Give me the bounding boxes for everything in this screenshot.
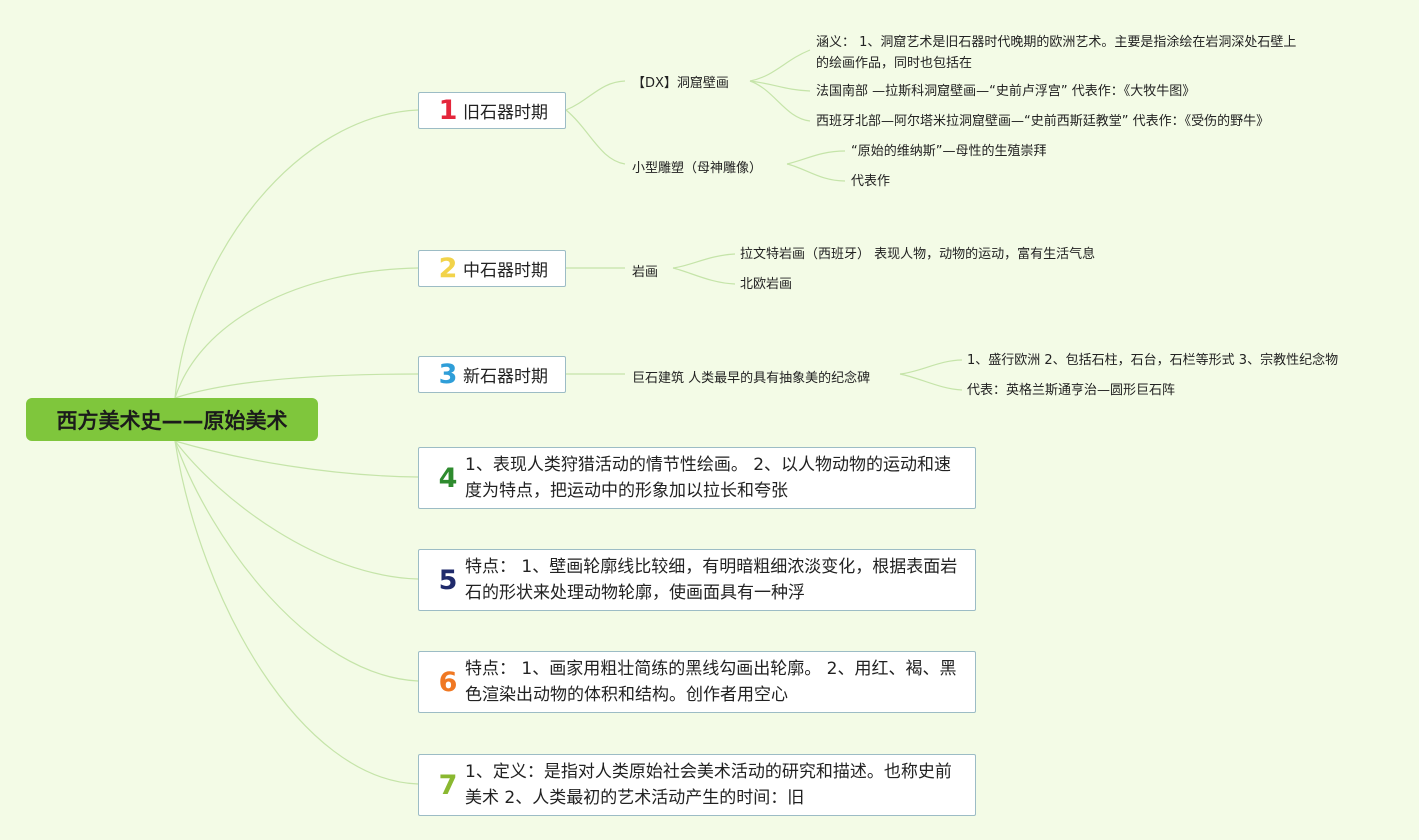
connector-b3-l2 xyxy=(899,373,963,391)
root-topic[interactable]: 西方美术史——原始美术 xyxy=(26,398,318,441)
number-1-icon: 1 xyxy=(438,95,458,126)
connector-s2-l2 xyxy=(786,163,846,182)
branch-1-title: 旧石器时期 xyxy=(463,103,548,123)
leaf-nordic-rock-art[interactable]: 北欧岩画 xyxy=(740,277,793,292)
leaf-masterpiece[interactable]: 代表作 xyxy=(851,174,891,189)
leaf-altamira[interactable]: 西班牙北部—阿尔塔米拉洞窟壁画—“史前西斯廷教堂” 代表作：《受伤的野牛》 xyxy=(816,114,1270,129)
branch-2-topic[interactable]: 2 中石器时期 xyxy=(418,250,566,287)
connector-root-b6 xyxy=(174,440,419,682)
connector-s1-l2 xyxy=(749,80,811,92)
branch-5-text: 特点： 1、壁画轮廓线比较细，有明暗粗细浓淡变化，根据表面岩石的形状来处理动物轮… xyxy=(465,557,958,603)
branch-3-topic[interactable]: 3 新石器时期 xyxy=(418,356,566,393)
connector-s2-l1 xyxy=(786,150,846,165)
branch-7-topic[interactable]: 7 1、定义：是指对人类原始社会美术活动的研究和描述。也称史前美术 2、人类最初… xyxy=(418,754,976,816)
connector-b3-l1 xyxy=(899,359,963,375)
connector-root-b3 xyxy=(174,373,419,399)
connector-b1-s1 xyxy=(565,80,626,111)
leaf-stonehenge[interactable]: 代表：英格兰斯通亨治—圆形巨石阵 xyxy=(967,383,1176,398)
number-3-icon: 3 xyxy=(438,359,458,390)
number-7-icon: 7 xyxy=(438,769,458,801)
connector-root-b5 xyxy=(174,440,419,580)
branch-6-text: 特点： 1、画家用粗壮简练的黑线勾画出轮廓。 2、用红、褐、黑色渲染出动物的体积… xyxy=(465,659,957,705)
branch-4-text: 1、表现人类狩猎活动的情节性绘画。 2、以人物动物的运动和速度为特点，把运动中的… xyxy=(465,455,952,501)
leaf-megalith-features[interactable]: 1、盛行欧洲 2、包括石柱，石台，石栏等形式 3、宗教性纪念物 xyxy=(967,353,1339,368)
connector-s1-l3 xyxy=(749,80,811,122)
subtopic-rock-art[interactable]: 岩画 xyxy=(632,265,659,280)
number-4-icon: 4 xyxy=(438,462,458,494)
number-5-icon: 5 xyxy=(438,564,458,596)
leaf-venus[interactable]: “原始的维纳斯”—母性的生殖崇拜 xyxy=(851,144,1047,159)
connector-b2-l1 xyxy=(672,253,736,269)
leaf-levant-rock-art[interactable]: 拉文特岩画（西班牙） 表现人物，动物的运动，富有生活气息 xyxy=(740,247,1096,262)
branch-7-text: 1、定义：是指对人类原始社会美术活动的研究和描述。也称史前美术 2、人类最初的艺… xyxy=(465,762,952,808)
subtopic-small-sculpture[interactable]: 小型雕塑（母神雕像） xyxy=(632,161,763,176)
branch-2-title: 中石器时期 xyxy=(463,261,548,281)
leaf-cave-definition[interactable]: 涵义： 1、洞窟艺术是旧石器时代晚期的欧洲艺术。主要是指涂绘在岩洞深处石壁上的绘… xyxy=(816,35,1297,71)
branch-4-topic[interactable]: 4 1、表现人类狩猎活动的情节性绘画。 2、以人物动物的运动和速度为特点，把运动… xyxy=(418,447,976,509)
root-title: 西方美术史——原始美术 xyxy=(56,408,288,433)
connector-b1-s2 xyxy=(565,109,626,165)
connector-root-b1 xyxy=(174,109,419,399)
connector-b2-l2 xyxy=(672,267,736,285)
connector-root-b2 xyxy=(174,267,419,399)
connector-s1-l1 xyxy=(749,49,811,82)
branch-1-topic[interactable]: 1 旧石器时期 xyxy=(418,92,566,129)
subtopic-cave-painting[interactable]: 【DX】洞窟壁画 xyxy=(632,76,729,91)
branch-6-topic[interactable]: 6 特点： 1、画家用粗壮简练的黑线勾画出轮廓。 2、用红、褐、黑色渲染出动物的… xyxy=(418,651,976,713)
number-6-icon: 6 xyxy=(438,666,458,698)
branch-5-topic[interactable]: 5 特点： 1、壁画轮廓线比较细，有明暗粗细浓淡变化，根据表面岩石的形状来处理动… xyxy=(418,549,976,611)
leaf-lascaux[interactable]: 法国南部 —拉斯科洞窟壁画—“史前卢浮宫” 代表作：《大牧牛图》 xyxy=(816,84,1196,99)
branch-3-title: 新石器时期 xyxy=(463,367,548,387)
connector-root-b7 xyxy=(174,440,419,785)
subtopic-megalith[interactable]: 巨石建筑 人类最早的具有抽象美的纪念碑 xyxy=(632,371,871,386)
connector-root-b4 xyxy=(174,440,419,478)
number-2-icon: 2 xyxy=(438,253,458,284)
